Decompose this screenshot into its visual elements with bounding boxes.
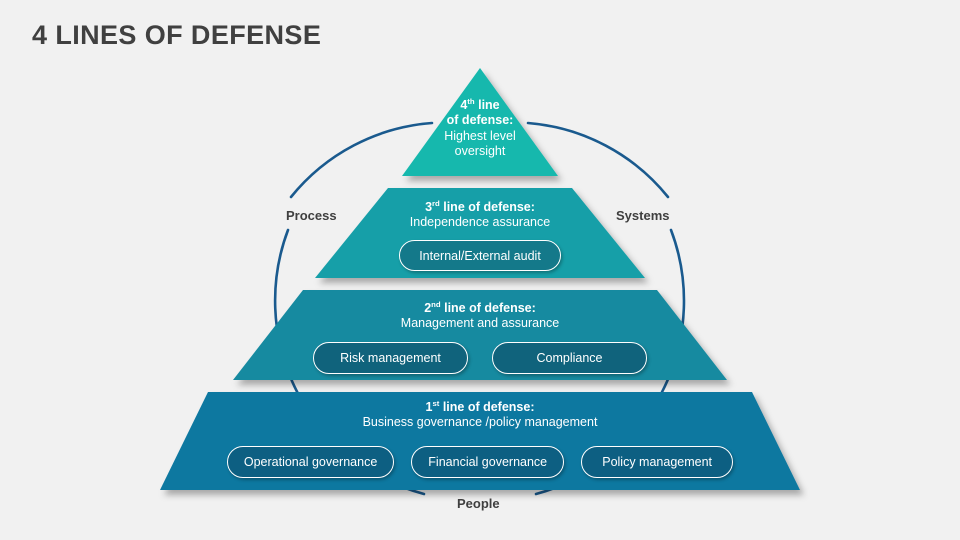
encircling-arc-group xyxy=(273,121,686,496)
tier-2-heading: 2nd line of defense: xyxy=(424,299,536,315)
arc-segment-upper-right xyxy=(526,121,670,199)
tier-2-text: 2nd line of defense: Management and assu… xyxy=(0,299,960,332)
tier-2-shape[interactable] xyxy=(233,290,727,380)
tier-1-ordinal-suffix: st xyxy=(432,398,440,408)
tier-4-subtitle-line2: oversight xyxy=(454,143,506,158)
label-systems: Systems xyxy=(616,208,670,223)
page-title: 4 LINES OF DEFENSE xyxy=(32,20,322,50)
tier-1-pill-row: Operational governance Financial governa… xyxy=(0,446,960,478)
tier-4-shape[interactable] xyxy=(402,68,558,176)
tier-1-subtitle: Business governance /policy management xyxy=(362,415,598,430)
label-people: People xyxy=(457,496,500,511)
pill-compliance[interactable]: Compliance xyxy=(492,342,647,374)
arc-segment-upper-left xyxy=(289,121,434,199)
tier-2-pill-row: Risk management Compliance xyxy=(0,342,960,374)
tier-4-heading-line1: 4th line xyxy=(460,96,500,112)
tier-3-pill-row: Internal/External audit xyxy=(0,240,960,271)
pill-financial-governance[interactable]: Financial governance xyxy=(411,446,565,478)
label-process: Process xyxy=(286,208,337,223)
pill-policy-management[interactable]: Policy management xyxy=(581,446,734,478)
tier-4-heading-line2: of defense: xyxy=(446,113,514,128)
tier-3-ordinal-suffix: rd xyxy=(432,198,440,208)
pill-risk-management[interactable]: Risk management xyxy=(313,342,468,374)
tier-3-subtitle: Independence assurance xyxy=(409,215,551,230)
tier-1-text: 1st line of defense: Business governance… xyxy=(0,398,960,431)
tier-4-subtitle-line1: Highest level xyxy=(444,128,516,143)
tier-4-ordinal-suffix: th xyxy=(467,96,475,106)
pill-internal-external-audit[interactable]: Internal/External audit xyxy=(399,240,561,271)
tier-1-heading: 1st line of defense: xyxy=(425,398,535,414)
pill-operational-governance[interactable]: Operational governance xyxy=(226,446,395,478)
tier-3-heading: 3rd line of defense: xyxy=(425,198,535,214)
tier-3-text: 3rd line of defense: Independence assura… xyxy=(0,198,960,231)
tier-2-subtitle: Management and assurance xyxy=(400,316,560,331)
tier-4-text: 4th line of defense: Highest level overs… xyxy=(0,96,960,159)
tier-2-ordinal-suffix: nd xyxy=(431,299,441,309)
